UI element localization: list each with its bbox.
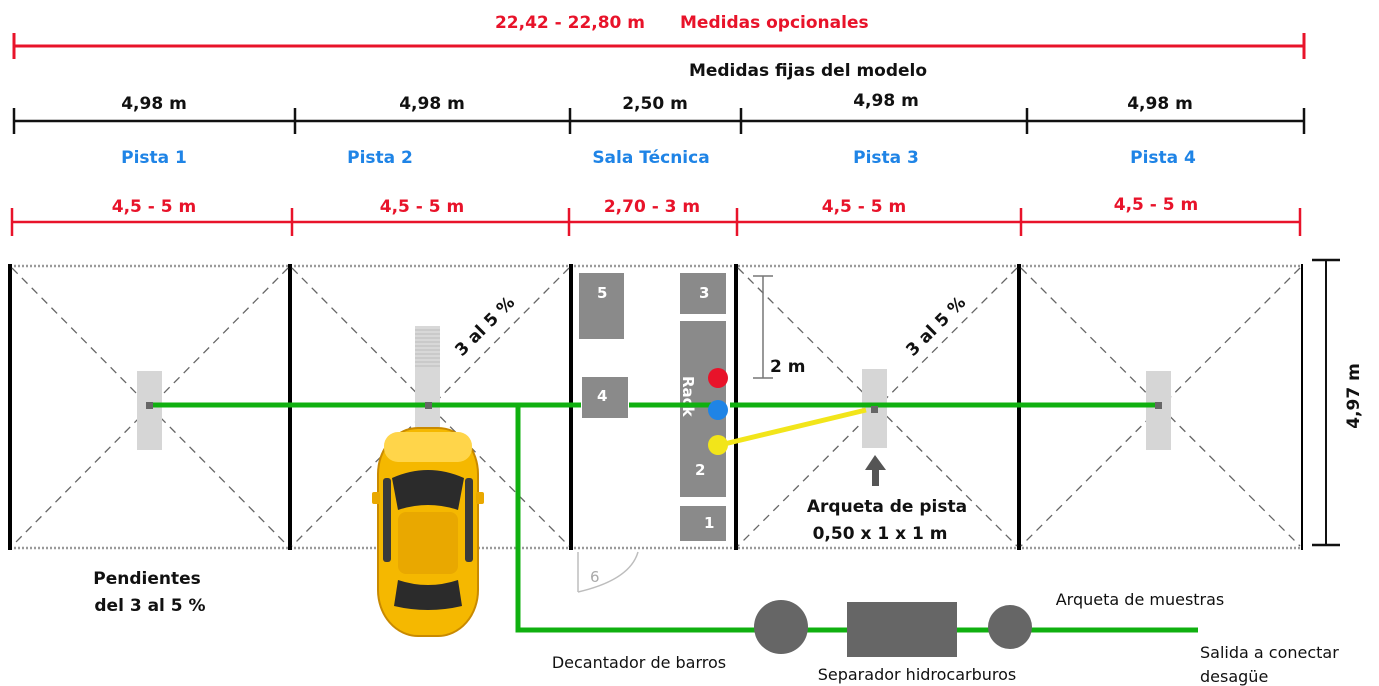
blue-connection-dot bbox=[708, 400, 728, 420]
fixed-measures-caption: Medidas fijas del modelo bbox=[689, 61, 927, 81]
equipment-box-1-label: 1 bbox=[704, 514, 714, 532]
bay-label-pista-2: Pista 2 bbox=[347, 148, 413, 168]
bay-label-pista-3: Pista 3 bbox=[853, 148, 919, 168]
bay-label-pista-1: Pista 1 bbox=[121, 148, 187, 168]
slope-label-pista-3: 3 al 5 % bbox=[902, 293, 970, 361]
car-icon bbox=[372, 427, 484, 637]
pendientes-label-line1: Pendientes bbox=[93, 569, 201, 589]
door-label: 6 bbox=[590, 568, 600, 586]
equipment-box-2-label: 2 bbox=[695, 461, 705, 479]
optional-dim-pista-2: 4,5 - 5 m bbox=[380, 197, 464, 217]
bay-label-pista-4: Pista 4 bbox=[1130, 148, 1196, 168]
two-meter-marker: 2 m bbox=[753, 275, 805, 379]
overall-dimension: 22,42 - 22,80 m Medidas opcionales bbox=[12, 13, 1306, 59]
height-dimension-value: 4,97 m bbox=[1344, 363, 1364, 429]
arqueta-muestras-label: Arqueta de muestras bbox=[1056, 590, 1225, 609]
two-meter-label: 2 m bbox=[770, 357, 805, 377]
optional-dim-pista-4: 4,5 - 5 m bbox=[1114, 195, 1198, 215]
drain-pipes bbox=[150, 402, 1198, 633]
red-connection-dot bbox=[708, 368, 728, 388]
optional-dim-pista-3: 4,5 - 5 m bbox=[822, 197, 906, 217]
bay-label-sala-tecnica: Sala Técnica bbox=[592, 148, 709, 168]
bay-labels: Pista 1 Pista 2 Sala Técnica Pista 3 Pis… bbox=[121, 148, 1196, 168]
separador-tank bbox=[847, 602, 957, 657]
equipment-box-4 bbox=[580, 375, 630, 420]
overall-dimension-value: 22,42 - 22,80 m bbox=[495, 13, 645, 33]
decantador-label: Decantador de barros bbox=[552, 653, 726, 672]
decantador-tank bbox=[754, 600, 808, 654]
arqueta-label-line2: 0,50 x 1 x 1 m bbox=[813, 524, 948, 544]
drain-grate-pista-4 bbox=[1146, 371, 1171, 450]
salida-label-line1: Salida a conectar bbox=[1200, 643, 1339, 662]
fixed-dim-sala-tecnica: 2,50 m bbox=[622, 94, 688, 114]
pendientes-label-line2: del 3 al 5 % bbox=[94, 596, 205, 616]
door-swing-arc bbox=[577, 551, 639, 593]
optional-measures-caption: Medidas opcionales bbox=[680, 13, 869, 33]
equipment-box-3-label: 3 bbox=[699, 284, 709, 302]
yellow-connection-dot bbox=[708, 435, 728, 455]
height-dimension: 4,97 m bbox=[1312, 258, 1364, 547]
salida-label-line2: desagüe bbox=[1200, 667, 1268, 686]
fixed-dim-pista-4: 4,98 m bbox=[1127, 94, 1193, 114]
fixed-dimension-line: 4,98 m 4,98 m 2,50 m 4,98 m 4,98 m bbox=[12, 91, 1306, 134]
fixed-dim-pista-1: 4,98 m bbox=[121, 94, 187, 114]
fixed-dim-pista-3: 4,98 m bbox=[853, 91, 919, 111]
technical-room: 5 3 4 Rack 2 1 6 bbox=[577, 271, 728, 593]
equipment-box-5-label: 5 bbox=[597, 284, 607, 302]
arqueta-label-line1: Arqueta de pista bbox=[807, 497, 967, 517]
equipment-box-5 bbox=[577, 271, 626, 341]
optional-dim-sala-tecnica: 2,70 - 3 m bbox=[604, 197, 700, 217]
rack-label: Rack bbox=[679, 376, 697, 418]
optional-dimension-line: 4,5 - 5 m 4,5 - 5 m 2,70 - 3 m 4,5 - 5 m… bbox=[10, 195, 1302, 236]
equipment-box-1 bbox=[678, 504, 728, 543]
slope-label-pista-2: 3 al 5 % bbox=[451, 293, 519, 361]
drain-grate-pista-1 bbox=[137, 371, 162, 450]
arqueta-muestras bbox=[988, 605, 1032, 649]
optional-dim-pista-1: 4,5 - 5 m bbox=[112, 197, 196, 217]
equipment-box-4-label: 4 bbox=[597, 387, 607, 405]
arqueta-arrow bbox=[865, 455, 886, 486]
fixed-dim-pista-2: 4,98 m bbox=[399, 94, 465, 114]
equipment-box-3 bbox=[678, 271, 728, 316]
separador-label: Separador hidrocarburos bbox=[818, 665, 1017, 684]
